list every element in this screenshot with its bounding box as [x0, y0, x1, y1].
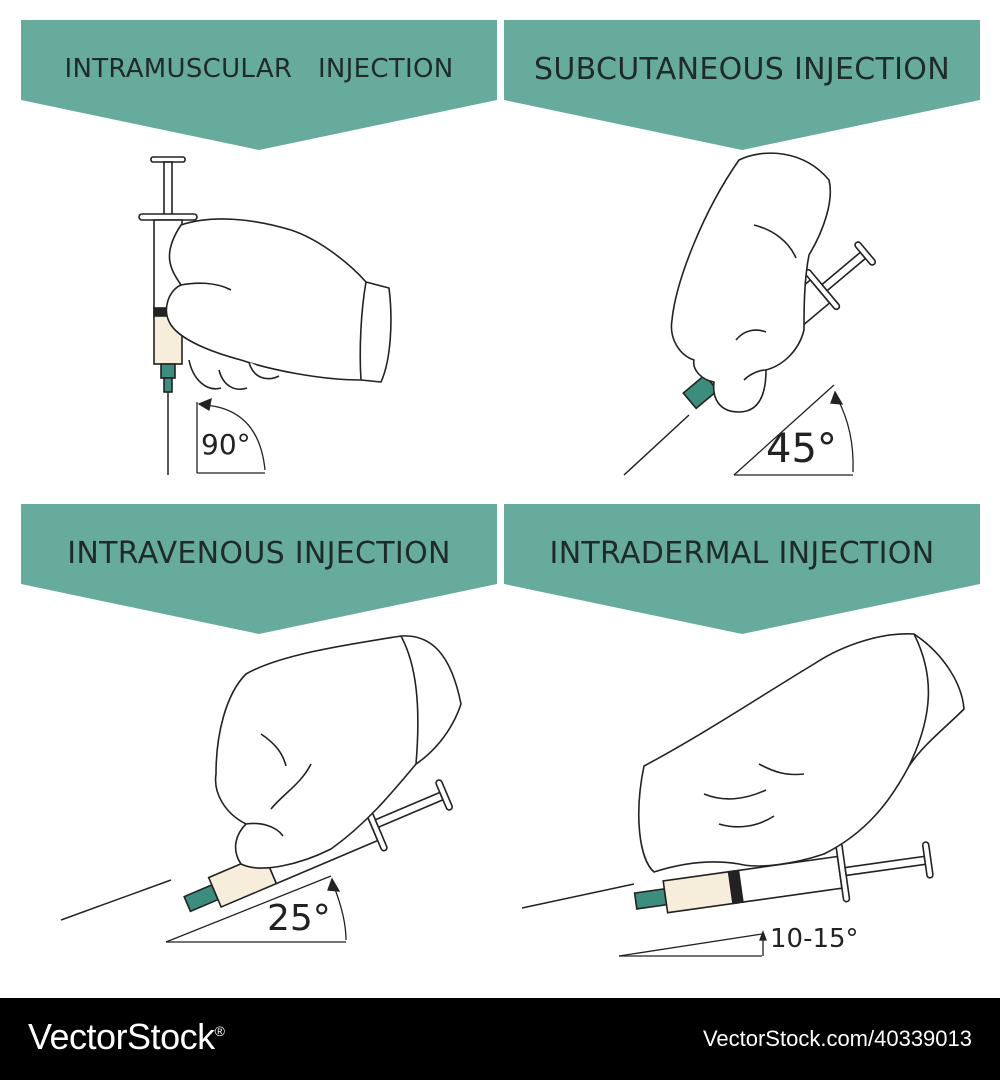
panel-title: INTRADERMAL INJECTION [549, 535, 935, 571]
syringe [633, 841, 934, 914]
intramuscular-illustration [138, 156, 392, 475]
banner-shape [21, 504, 497, 634]
angle-label: 45° [766, 426, 837, 472]
angle-label: 25° [267, 898, 331, 939]
image-credit: VectorStock.com/40339013 [702, 1026, 972, 1051]
needle [623, 414, 690, 476]
subcutaneous-illustration [623, 152, 877, 476]
panel-intravenous: INTRAVENOUS INJECTION 25° [21, 504, 497, 974]
panel-intradermal: INTRADERMAL INJECTION 10-15° [504, 504, 980, 974]
angle-marker [733, 384, 854, 476]
panel-title: SUBCUTANEOUS INJECTION [534, 51, 950, 87]
panel-intramuscular: INTRAMUSCULAR INJECTION [21, 20, 497, 490]
banner-shape [504, 20, 980, 150]
brand-name: VectorStock [28, 1016, 215, 1057]
registered-mark: ® [214, 1023, 225, 1039]
footer-bar: VectorStock® VectorStock.com/40339013 [0, 998, 1000, 1080]
banner-shape [21, 20, 497, 150]
panel-title: INTRAVENOUS INJECTION [67, 535, 451, 571]
gloved-hand [638, 632, 965, 873]
needle [521, 883, 635, 909]
gloved-hand [214, 635, 462, 869]
intravenous-illustration [60, 635, 462, 943]
panel-subcutaneous: SUBCUTANEOUS INJECTION 45° [504, 20, 980, 490]
needle [60, 879, 172, 921]
angle-label: 90° [201, 428, 251, 461]
gloved-hand [670, 152, 832, 413]
banner-shape [504, 504, 980, 634]
angle-marker [196, 397, 266, 474]
panel-title: INTRAMUSCULAR INJECTION [64, 54, 454, 84]
gloved-hand [165, 218, 392, 390]
angle-marker [618, 930, 767, 957]
angle-marker [165, 875, 347, 943]
angle-label: 10-15° [770, 924, 859, 954]
brand-logo: VectorStock® [28, 1016, 225, 1058]
intradermal-illustration [521, 632, 965, 957]
